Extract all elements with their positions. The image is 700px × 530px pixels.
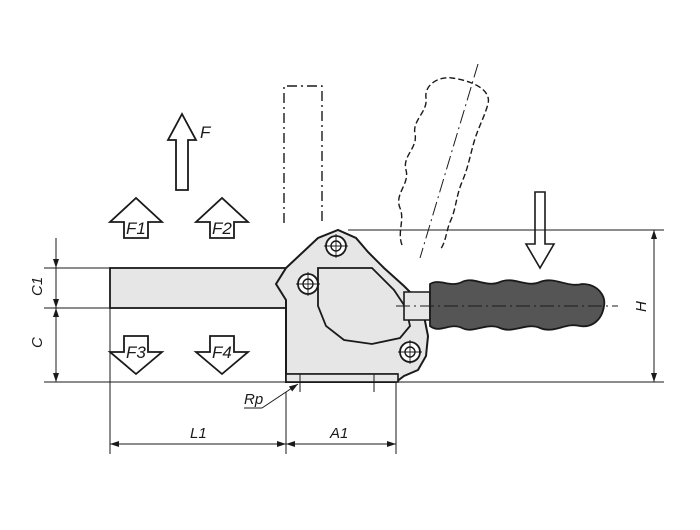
force-label-f1: F1	[126, 219, 146, 238]
dim-label-h: H	[633, 301, 650, 312]
dim-label-a1: A1	[329, 425, 348, 442]
pivot-pin-middle	[296, 272, 320, 296]
phantom-handle-raised	[398, 77, 489, 251]
pivot-pin-top	[324, 234, 348, 258]
pivot-pin-bottom	[398, 340, 422, 364]
dim-label-l1: L1	[190, 425, 207, 442]
dim-label-c1: C1	[29, 277, 46, 296]
force-label-f: F	[200, 123, 212, 142]
handle-grip	[429, 279, 606, 331]
force-arrow-f4	[193, 335, 251, 376]
force-arrow-f3	[107, 335, 165, 376]
phantom-handle-centerline	[419, 63, 479, 259]
phantom-arm-vertical	[283, 85, 323, 223]
force-arrow-f1	[107, 196, 165, 239]
force-arrow-f2	[193, 196, 251, 239]
dim-label-c: C	[29, 337, 46, 348]
force-label-f4: F4	[212, 343, 232, 362]
clamp-link-slot	[317, 267, 411, 345]
mounting-base	[285, 373, 399, 383]
force-arrow-f	[166, 112, 198, 191]
dim-label-rp: Rp	[244, 391, 263, 408]
force-label-f2: F2	[212, 219, 232, 238]
force-label-f3: F3	[126, 343, 146, 362]
dim-rp-leader-arrow	[261, 383, 299, 409]
clamp-arm-bar	[109, 267, 287, 309]
